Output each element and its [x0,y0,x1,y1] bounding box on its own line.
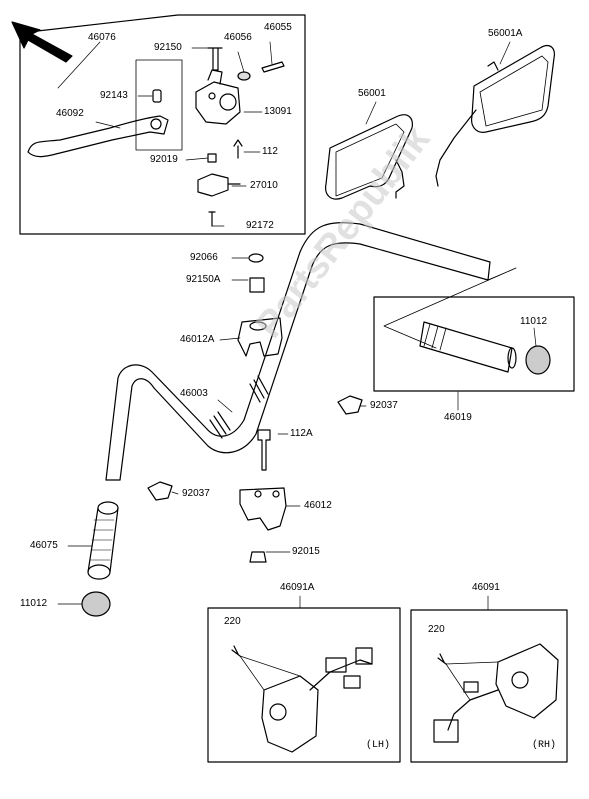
bolt-92150A [249,277,265,293]
label-56001A: 56001A [488,28,523,39]
nut-92019 [207,153,217,163]
label-46091: 46091 [472,582,500,593]
label-lh-side: (LH) [366,740,391,751]
label-rh-side: (RH) [532,740,557,751]
mirror-left [325,114,413,200]
washer-92066 [248,253,264,263]
screw-112 [233,139,243,159]
screw-220-rh [437,653,447,665]
label-92150A: 92150A [186,274,221,285]
clip-92037-lower [147,481,173,501]
label-46075: 46075 [30,540,58,551]
screw-220-lh [231,645,241,657]
clamp-upper [237,317,283,357]
handlebar-46003 [105,222,491,481]
label-46056: 46056 [224,32,252,43]
clutch-lever [27,115,169,158]
lever-assembly-box [19,14,306,235]
bolt-112A [257,429,271,471]
label-92037-lower: 92037 [182,488,210,499]
label-46092: 46092 [56,108,84,119]
label-220-rh: 220 [428,624,445,635]
label-27010: 27010 [250,180,278,191]
label-220-lh: 220 [224,616,241,627]
switch-27010 [197,173,241,197]
label-46012: 46012 [304,500,332,511]
label-112A: 112A [290,428,313,439]
label-46055: 46055 [264,22,292,33]
switch-housing-lh [261,647,373,753]
label-92150: 92150 [154,42,182,53]
end-cap-left [81,591,111,617]
label-92066: 92066 [190,252,218,263]
label-46076: 46076 [88,32,116,43]
lever-holder [195,69,241,125]
leader-lines [57,41,537,701]
label-46012A: 46012A [180,334,215,345]
label-13091: 13091 [264,106,292,117]
throttle-leader [383,267,517,349]
switch-box-rh [410,609,568,763]
nut-92015 [249,551,267,563]
end-cap-right [525,345,551,375]
label-92143: 92143 [100,90,128,101]
switch-box-lh [207,607,401,763]
throttle-grip-box [373,296,575,392]
clamp-lower [239,487,287,531]
mirror-right [435,45,555,187]
label-46003: 46003 [180,388,208,399]
label-112: 112 [262,146,278,157]
label-11012-lower: 11012 [20,598,48,609]
throttle-grip [419,321,517,373]
label-92019: 92019 [150,154,178,165]
screw-92172 [208,211,216,227]
label-92015: 92015 [292,546,320,557]
label-46019: 46019 [444,412,472,423]
label-92172: 92172 [246,220,274,231]
label-46091A: 46091A [280,582,315,593]
washer-46056 [237,71,251,81]
lever-inner-box [135,59,183,151]
label-56001: 56001 [358,88,386,99]
clip-92037-right [337,395,363,415]
grip-left [87,501,119,580]
bolt-92150 [207,47,223,71]
switch-housing-rh [433,643,559,743]
pin-92143 [152,89,162,103]
label-92037-upper: 92037 [370,400,398,411]
label-11012-upper: 11012 [520,316,548,327]
screw-46055 [261,61,285,73]
